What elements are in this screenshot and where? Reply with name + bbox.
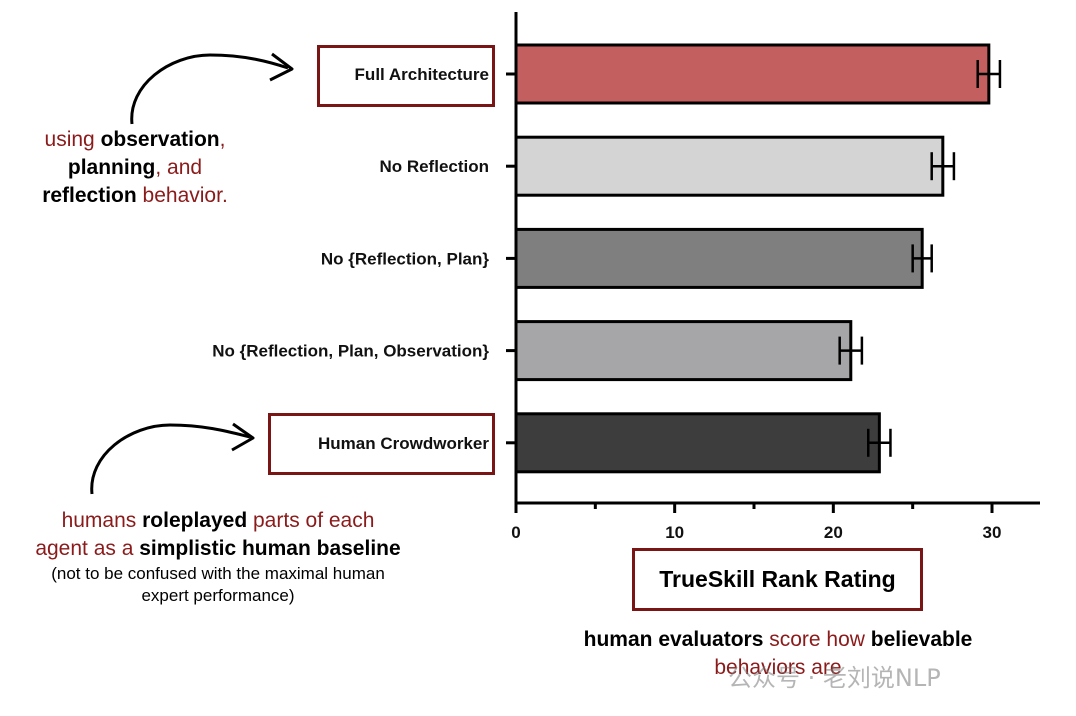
x-axis-title-box: TrueSkill Rank Rating: [632, 548, 923, 611]
watermark-text: 公众号 · 老刘说NLP: [728, 664, 941, 692]
annotation-bottom-bold-2: simplistic human baseline: [139, 537, 401, 560]
x-tick-label-0: 0: [511, 523, 520, 542]
x-tick-label-20: 20: [824, 523, 843, 542]
annotation-evaluator: human evaluators score how believable be…: [558, 626, 998, 682]
human-crowdworker-highlight-box: [268, 413, 495, 475]
annotation-bottom-bold-1: roleplayed: [142, 509, 248, 532]
annotation-bottom-text-1: humans: [61, 509, 143, 532]
full-architecture-highlight-box: [317, 45, 495, 107]
annotation-top-text-1: using: [44, 128, 101, 151]
arrow-bottom-head: [231, 422, 255, 452]
labels-layer: Full Architecture No Reflection No {Reflec…: [212, 65, 1001, 542]
annotation-evaluator-bold-1: human evaluators: [583, 628, 764, 651]
annotation-top-text-4: behavior.: [136, 184, 228, 207]
bar-no-reflection-plan: [514, 227, 924, 289]
axes-layer: [506, 12, 1040, 513]
annotation-top: using observation, planning, and reflect…: [20, 126, 250, 210]
annotation-bottom-text-2: parts of each: [247, 509, 375, 532]
annotation-top-bold-1: observation: [100, 128, 220, 151]
arrow-top-curve: [130, 53, 289, 125]
category-label-no-reflection: No Reflection: [379, 157, 489, 176]
bar-no-reflection-plan-observation: [514, 320, 853, 382]
error-bar-full-architecture: [976, 60, 1002, 88]
bar-no-reflection: [514, 135, 945, 197]
annotation-top-text-3: , and: [155, 156, 203, 179]
annotation-evaluator-text-2: behaviors are: [714, 656, 842, 679]
annotation-evaluator-bold-2: believable: [870, 628, 973, 651]
bars-layer: [514, 43, 1002, 474]
arrow-bottom-curve: [90, 423, 251, 495]
bar-full-architecture: [514, 43, 991, 105]
error-bar-no-reflection-plan: [911, 244, 933, 273]
error-bar-no-reflection: [930, 152, 956, 181]
x-tick-label-30: 30: [983, 523, 1002, 542]
category-label-full-architecture: Full Architecture: [355, 65, 489, 84]
x-tick-label-10: 10: [665, 523, 684, 542]
x-axis-title: TrueSkill Rank Rating: [659, 566, 896, 592]
category-label-no-reflection-plan-observation: No {Reflection, Plan, Observation}: [212, 342, 489, 361]
arrow-top-head: [269, 52, 294, 82]
category-label-no-reflection-plan: No {Reflection, Plan}: [321, 249, 490, 268]
annotation-bottom-text-3: agent as a: [35, 537, 140, 560]
annotation-bottom-note-2: expert performance): [141, 586, 295, 605]
bar-human-crowdworker: [514, 412, 881, 474]
annotation-top-bold-2: planning: [67, 156, 156, 179]
annotation-bottom: humans roleplayed parts of each agent as…: [8, 507, 428, 607]
annotation-top-text-2: ,: [219, 128, 226, 151]
error-bar-human-crowdworker: [866, 428, 892, 457]
category-label-human-crowdworker: Human Crowdworker: [318, 434, 489, 453]
annotation-evaluator-text-1: score how: [763, 628, 871, 651]
annotation-top-bold-3: reflection: [42, 184, 137, 207]
annotation-bottom-note-1: (not to be confused with the maximal hum…: [51, 564, 385, 583]
error-bar-no-reflection-plan-observation: [838, 336, 864, 365]
